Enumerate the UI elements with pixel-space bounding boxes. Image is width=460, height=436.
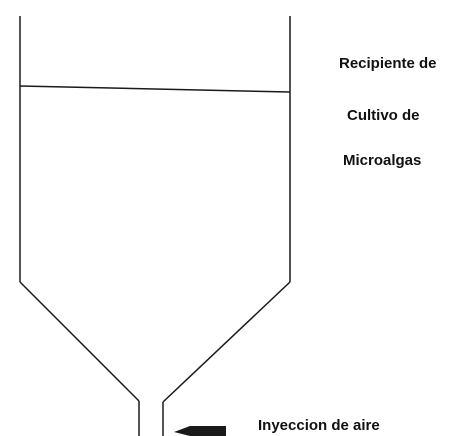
air-injection-arrow-icon (174, 426, 226, 436)
culture-liquid-level (19, 85, 291, 93)
vessel-cone-right (162, 281, 291, 403)
vessel-label-line-3: Microalgas (343, 152, 421, 169)
vessel-label-line-2: Cultivo de (347, 107, 420, 124)
air-injection-label: Inyeccion de aire (258, 417, 380, 434)
vessel-label-line-1: Recipiente de (339, 55, 437, 72)
vessel-cone-left (19, 281, 140, 402)
culture-vessel (19, 16, 291, 436)
